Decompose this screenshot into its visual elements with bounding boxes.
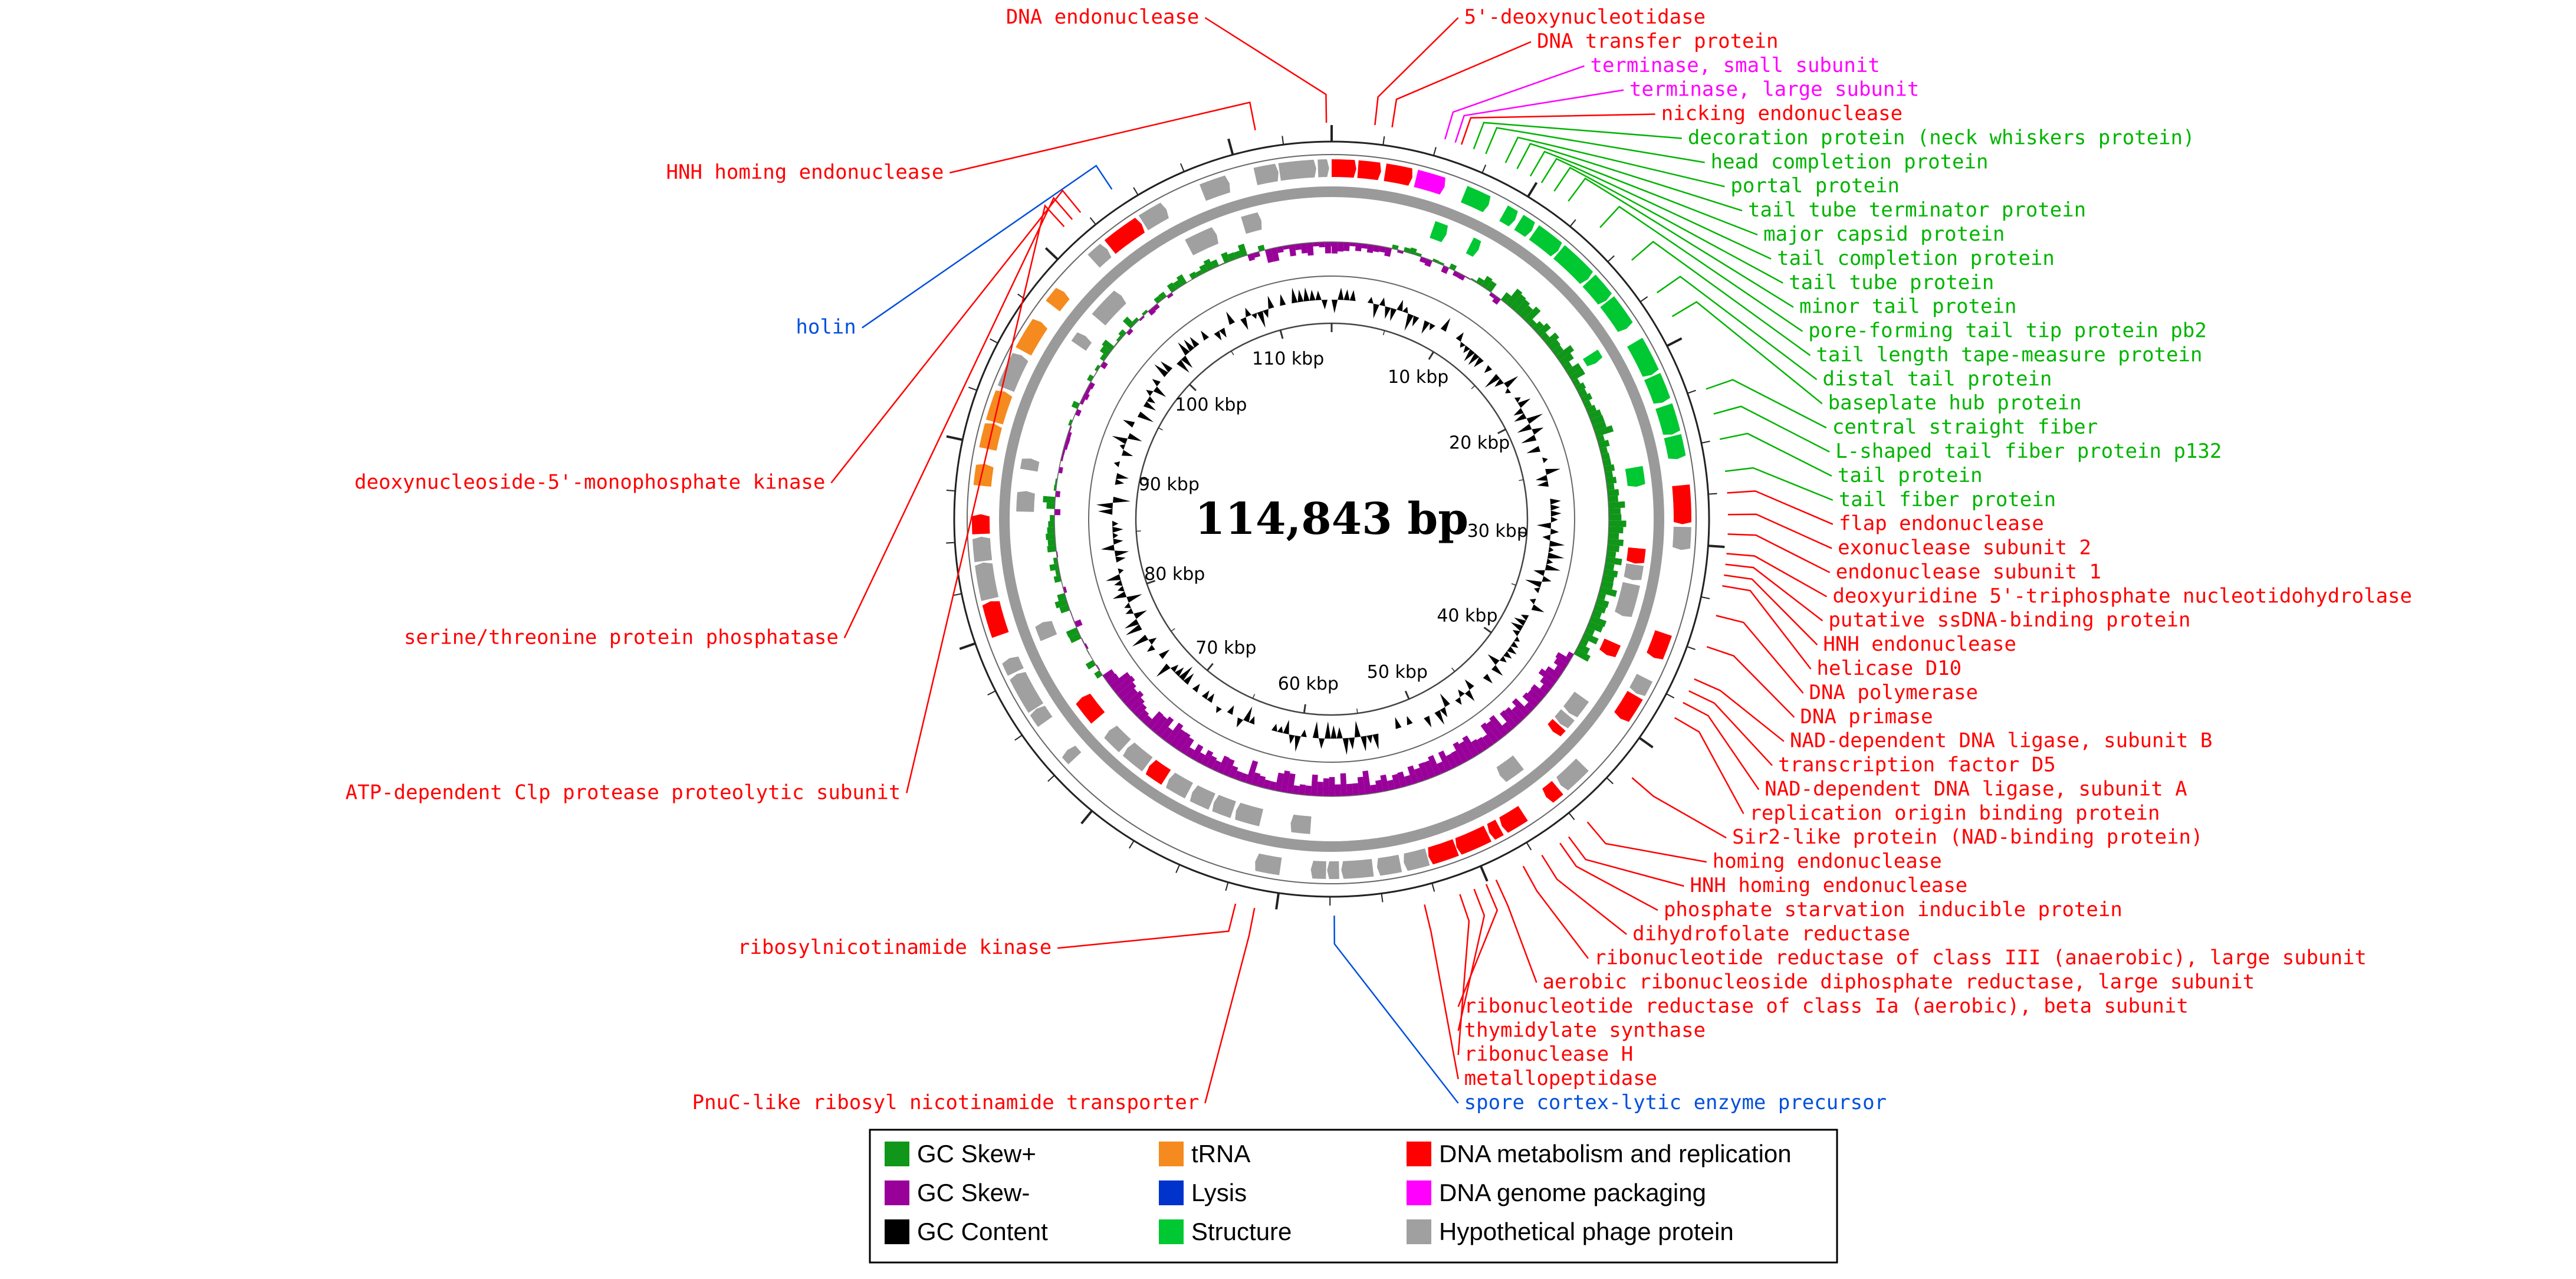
gene-label: terminase, large subunit [1629,78,1919,101]
gene-label: ATP-dependent Clp protease proteolytic s… [346,780,901,804]
genome-length-label: 114,843 bp [1195,494,1468,545]
legend-swatch [1407,1219,1431,1244]
legend-entry: tRNA [1191,1140,1250,1168]
gene-label: exonuclease subunit 2 [1838,536,2091,560]
gene-label: ribonucleotide reductase of class III (a… [1594,946,2367,970]
scale-label: 20 kbp [1449,433,1510,454]
scale-label: 10 kbp [1388,367,1448,388]
gene-label: putative ssDNA-binding protein [1828,608,2190,632]
scale-label: 60 kbp [1278,674,1339,694]
gene-label: HNH homing endonuclease [1690,874,1967,897]
legend-entry: Hypothetical phage protein [1439,1218,1734,1245]
legend-entry: GC Skew+ [917,1140,1036,1168]
scale-label: 30 kbp [1467,521,1528,542]
gene-label: replication origin binding protein [1749,801,2160,825]
gene-label: NAD-dependent DNA ligase, subunit B [1790,729,2212,753]
legend-swatch [1159,1219,1184,1244]
gene-label: transcription factor D5 [1778,753,2056,777]
gene-label: DNA endonuclease [1006,5,1200,29]
label-leader-lines [830,17,1834,1104]
gene-label: decoration protein (neck whiskers protei… [1688,126,2195,149]
legend: GC Skew+ GC Skew- GC Content tRNA LysisStruc… [869,1129,1838,1264]
gene-label: aerobic ribonucleoside diphosphate reduc… [1543,970,2255,994]
scale-label: 50 kbp [1367,662,1428,683]
gene-label: metallopeptidase [1464,1067,1658,1090]
gene-label: head completion protein [1711,150,1989,173]
legend-swatch [885,1142,909,1166]
gene-label: DNA polymerase [1809,681,1979,704]
gene-label: portal protein [1730,174,1900,198]
scale-label: 70 kbp [1195,638,1256,658]
legend-swatch [1159,1142,1184,1166]
gene-label: PnuC-like ribosyl nicotinamide transport… [692,1091,1200,1114]
legend-entry: GC Skew- [917,1179,1030,1206]
legend-swatch [1159,1180,1184,1205]
gene-label: baseplate hub protein [1828,391,2082,415]
gene-label: NAD-dependent DNA ligase, subunit A [1765,777,2187,801]
gene-label: homing endonuclease [1713,850,1942,873]
gene-label: dihydrofolate reductase [1632,922,1910,946]
gene-label: serine/threonine protein phosphatase [404,625,839,649]
gene-label: DNA primase [1800,705,1933,729]
gene-label: major capsid protein [1763,222,2005,246]
gene-label: ribosylnicotinamide kinase [738,936,1052,959]
legend-swatch [885,1219,909,1244]
gene-label: deoxyuridine 5'-triphosphate nucleotidoh… [1832,584,2412,608]
legend-swatch [1407,1180,1431,1205]
gene-label: tail length tape-measure protein [1816,343,2202,366]
scale-label: 90 kbp [1139,474,1200,495]
gene-label: minor tail protein [1799,295,2016,319]
gene-label: tail completion protein [1777,247,2055,270]
legend-entry: GC Content [917,1218,1048,1245]
gene-label: pore-forming tail tip protein pb2 [1808,319,2207,343]
gene-label: terminase, small subunit [1590,54,1880,77]
gene-label: tail tube protein [1789,271,1994,294]
gene-label: spore cortex-lytic enzyme precursor [1464,1091,1887,1114]
gene-label: HNH homing endonuclease [666,160,944,184]
gene-label: holin [796,316,856,339]
gene-label: deoxynucleoside-5'-monophosphate kinase [354,471,825,494]
scale-label: 110 kbp [1252,349,1324,369]
legend-entry: Structure [1191,1218,1292,1245]
gene-label: tail tube terminator protein [1748,198,2086,222]
gene-label: Sir2-like protein (NAD-binding protein) [1732,825,2203,849]
gene-label: distal tail protein [1823,367,2052,391]
gene-label: ribonuclease H [1464,1042,1634,1066]
legend-entry: DNA metabolism and replication [1439,1140,1792,1168]
scale-labels: 10 kbp 20 kbp 30 kbp 40 kbp 50 kbp 60 kbp 70 k… [1139,349,1528,694]
legend-swatch [885,1180,909,1205]
gene-label: 5'-deoxynucleotidase [1464,5,1706,29]
gene-label: nicking endonuclease [1661,102,1903,126]
gene-label: thymidylate synthase [1464,1018,1706,1042]
gene-label: central straight fiber [1832,415,2098,439]
scale-label: 80 kbp [1144,564,1205,585]
gene-label: ribonucleotide reductase of class Ia (ae… [1464,994,2189,1018]
gene-label: L-shaped tail fiber protein p132 [1835,440,2222,463]
scale-label: 100 kbp [1175,395,1247,415]
gene-label: DNA transfer protein [1537,29,1778,53]
legend-swatch [1407,1142,1431,1166]
gene-label: endonuclease subunit 1 [1836,560,2101,583]
gene-label: tail protein [1838,464,1983,487]
gene-label: helicase D10 [1817,657,1962,680]
gene-label: tail fiber protein [1839,488,2056,511]
legend-entry: Lysis [1191,1179,1247,1206]
gene-label: flap endonuclease [1839,512,2044,536]
scale-label: 40 kbp [1437,605,1497,626]
legend-entry: DNA genome packaging [1439,1179,1706,1206]
gene-label: phosphate starvation inducible protein [1664,898,2122,921]
gene-label: HNH endonuclease [1823,632,2016,656]
genome-rings [946,125,1725,910]
